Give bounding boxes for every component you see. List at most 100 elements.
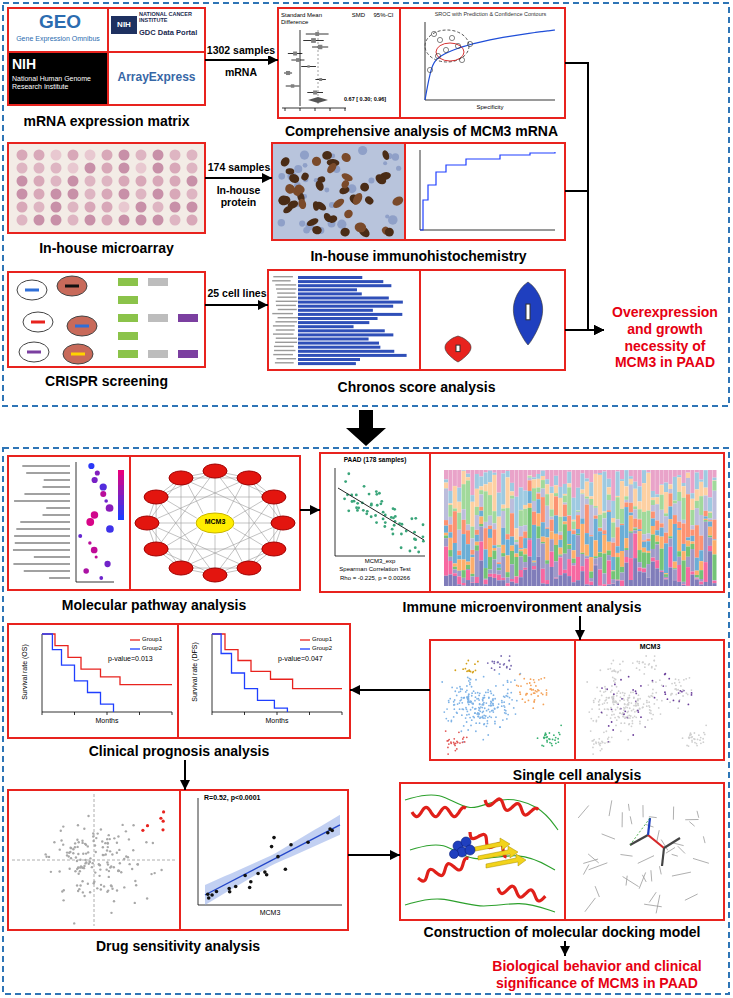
cell-point [633, 697, 635, 699]
stacked-segment [554, 579, 558, 586]
stacked-segment [541, 497, 545, 522]
cell-point [469, 682, 471, 684]
cell-point [611, 711, 613, 713]
cell-point [487, 689, 489, 691]
drug-point [70, 847, 72, 849]
cell-point [483, 704, 485, 706]
threshold-line [12, 860, 176, 861]
cell-point [632, 722, 634, 724]
stacked-segment [585, 556, 589, 558]
cell-point [619, 708, 621, 710]
cell-point [661, 700, 663, 702]
stacked-segment [492, 545, 496, 548]
cell-point [662, 685, 664, 687]
cell-point [620, 669, 622, 671]
cell-point [519, 673, 521, 675]
stacked-segment [594, 516, 598, 519]
stacked-segment [677, 551, 681, 557]
tissue-core [51, 176, 62, 187]
stacked-segment [563, 496, 567, 503]
stacked-segment [664, 574, 668, 577]
stacked-segment [492, 475, 496, 511]
cell-point [644, 663, 646, 665]
sample-point [393, 524, 396, 527]
cell-point [497, 661, 499, 663]
stacked-segment [514, 544, 518, 553]
stacked-segment [690, 575, 694, 586]
tick [212, 712, 213, 715]
stacked-segment [611, 470, 615, 501]
cell-point [461, 697, 463, 699]
stacked-segment [651, 512, 655, 519]
network-edge [215, 535, 216, 569]
stacked-segment [660, 569, 664, 571]
stacked-segment [457, 488, 461, 502]
cell-point [475, 692, 477, 694]
cell-point [463, 697, 465, 699]
stacked-segment [638, 529, 642, 531]
cell-point [612, 698, 614, 700]
cell-point [470, 700, 472, 702]
cell-point [677, 707, 679, 709]
stacked-segment [607, 479, 611, 487]
score-bar [298, 362, 356, 365]
cell-point [617, 702, 619, 704]
stained-nucleus [314, 179, 325, 192]
cell-point [693, 738, 695, 740]
protein-node [135, 516, 159, 530]
stacked-segment [523, 538, 527, 549]
cell-point [660, 713, 662, 715]
stacked-segment [545, 470, 549, 479]
drug-point [76, 846, 78, 848]
stacked-segment [497, 570, 501, 574]
stacked-segment [655, 536, 659, 542]
cell-point [637, 698, 639, 700]
row-label-mark [274, 346, 294, 347]
row-label-mark [273, 325, 295, 326]
stacked-segment [594, 474, 598, 506]
cell-point [446, 708, 448, 710]
stacked-segment [690, 536, 694, 542]
stacked-segment [589, 535, 593, 536]
cell-point [622, 712, 624, 714]
cell-point [482, 739, 484, 741]
stacked-segment [633, 534, 637, 558]
drug-point [113, 837, 115, 839]
stacked-segment [466, 470, 470, 474]
cell-point [659, 679, 661, 681]
drug-point [145, 841, 147, 843]
color-scale [118, 505, 124, 510]
stacked-segment [677, 565, 681, 582]
stacked-segment [532, 477, 536, 479]
stroma-speck [299, 220, 305, 226]
stacked-segment [572, 529, 576, 530]
stacked-segment [462, 585, 466, 587]
stacked-segment [629, 479, 633, 484]
stacked-segment [629, 580, 633, 586]
cell-point [549, 742, 551, 744]
tissue-core [136, 215, 147, 226]
stacked-segment [624, 507, 628, 538]
cell-point [499, 726, 501, 728]
stacked-segment [448, 574, 452, 586]
cell-point [615, 724, 617, 726]
cell-point [611, 663, 613, 665]
stacked-segment [545, 538, 549, 561]
cell-point [459, 686, 461, 688]
stacked-segment [598, 557, 602, 569]
stacked-segment [497, 580, 501, 586]
stacked-segment [550, 552, 554, 567]
cell-point [611, 736, 613, 738]
cell-point [471, 695, 473, 697]
stacked-segment [536, 557, 540, 586]
tick [342, 712, 343, 715]
stacked-segment [660, 510, 664, 524]
cell-point [629, 707, 631, 709]
stacked-segment [528, 557, 532, 586]
sample-point [374, 514, 377, 517]
stacked-segment [620, 479, 624, 481]
protein-node [237, 561, 261, 575]
cell-point [630, 702, 632, 704]
cell-point [467, 698, 469, 700]
cell-point [453, 716, 455, 718]
